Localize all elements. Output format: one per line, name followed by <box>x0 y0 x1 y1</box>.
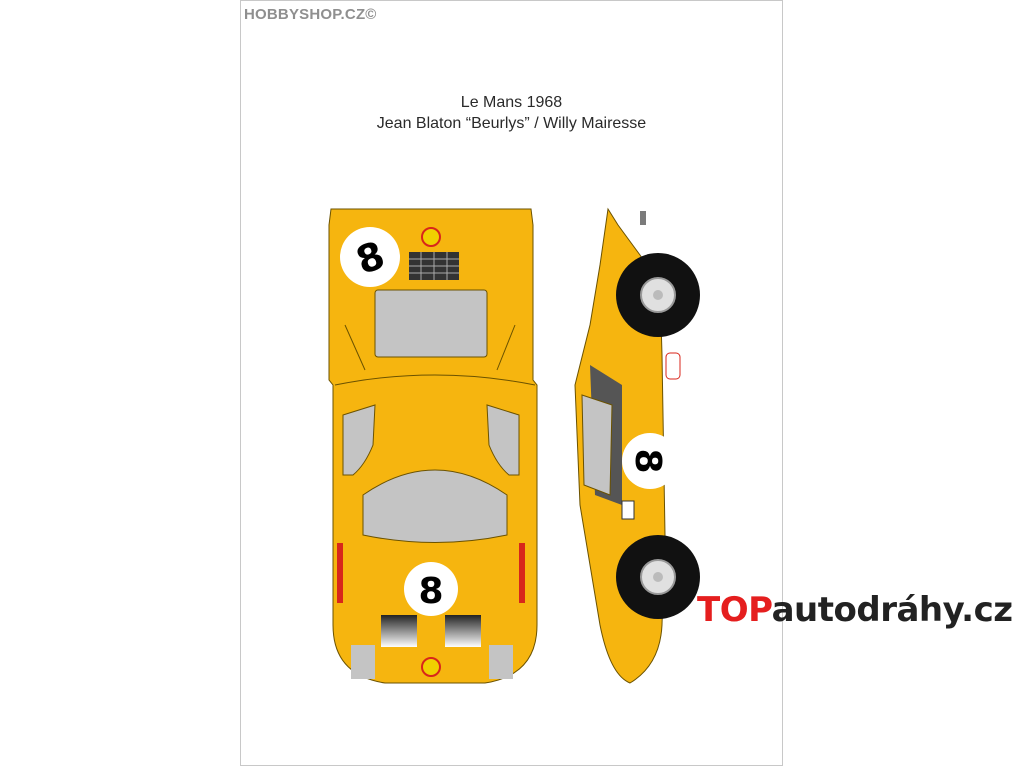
front-wheel <box>616 253 700 337</box>
race-number-side: 8 <box>627 448 668 473</box>
sponsor-stripe-left <box>337 543 343 603</box>
number-roundel-front <box>340 227 400 287</box>
front-hood-panel <box>374 289 488 358</box>
checkered-badge <box>621 500 635 520</box>
brand-prefix: TOP <box>697 590 772 630</box>
rear-vent-left <box>381 615 417 647</box>
left-side-window <box>342 404 376 476</box>
number-roundel-rear <box>404 562 458 616</box>
hood-vent <box>409 252 459 280</box>
race-title: Le Mans 1968 <box>460 94 563 111</box>
hobbyshop-watermark: HOBBYSHOP.CZ© <box>244 6 377 23</box>
side-window-profile <box>581 394 613 496</box>
topautodrahy-logo: TOPautodráhy.cz <box>697 590 1013 630</box>
car-side-view: 8 <box>574 207 700 684</box>
windshield <box>362 469 508 543</box>
shell-logo-rear <box>421 657 441 677</box>
race-number-rear: 8 <box>418 571 443 612</box>
brand-suffix: autodráhy.cz <box>771 590 1013 630</box>
rear-wheel <box>616 535 700 619</box>
sponsor-badge-side <box>665 352 681 380</box>
driver-names: Jean Blaton “Beurlys” / Willy Mairesse <box>376 115 647 132</box>
number-roundel-side <box>622 433 678 489</box>
sponsor-stripe-right <box>519 543 525 603</box>
rear-vent-right <box>445 615 481 647</box>
right-side-window <box>486 404 520 476</box>
car-top-view: 8 8 <box>328 208 538 684</box>
shell-logo-front <box>421 227 441 247</box>
